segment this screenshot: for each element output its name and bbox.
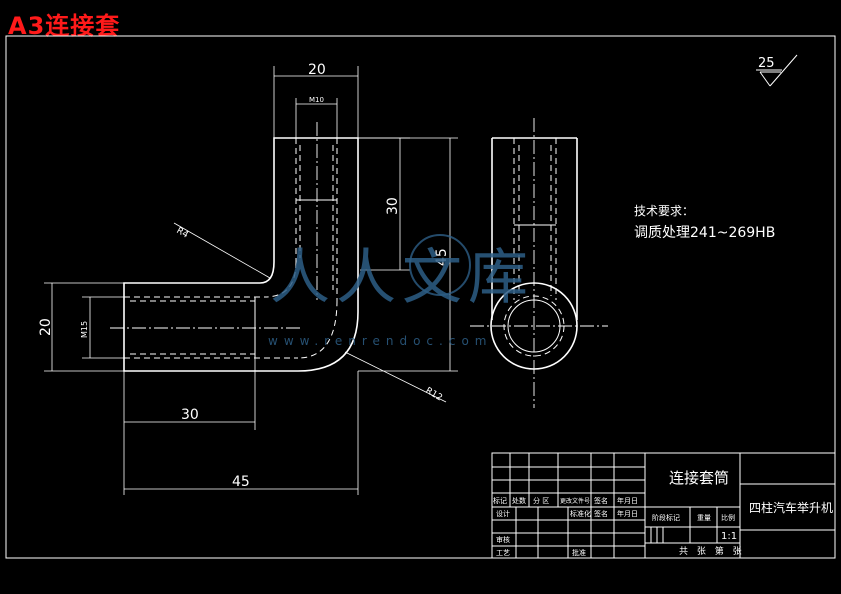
tb-stage-mark: 阶段标记 xyxy=(652,513,680,522)
dim-left-thread: M15 xyxy=(80,321,89,338)
front-view xyxy=(110,122,359,372)
tb-review: 审核 xyxy=(496,535,510,544)
tech-heading: 技术要求： xyxy=(634,204,694,218)
tb-label-zone: 分 区 xyxy=(533,496,549,505)
dim-top-width: 20 xyxy=(308,62,326,78)
dimensions: 20 M10 30 45 20 M15 30 45 xyxy=(38,62,458,495)
dim-horiz-45: 45 xyxy=(232,474,250,490)
tb-label-mark: 标记 xyxy=(493,496,507,505)
tb-design: 设计 xyxy=(496,509,510,518)
title-block: 连接套筒 四柱汽车举升机 标记 处数 分 区 更改文件号 签名 年月日 设计 标… xyxy=(491,452,836,559)
dim-r4: R4 xyxy=(175,226,191,241)
tech-treatment: 调质处理241~269HB xyxy=(634,225,775,241)
side-view xyxy=(470,118,608,408)
dim-vert-45: 45 xyxy=(434,248,450,266)
roughness-value: 25 xyxy=(758,56,775,71)
tb-weight: 重量 xyxy=(697,514,711,522)
part-name: 连接套筒 xyxy=(669,469,729,487)
tb-label-count: 处数 xyxy=(512,496,526,505)
watermark-url: www.renrendoc.com xyxy=(268,334,492,348)
watermark: 人人文库 www.renrendoc.com xyxy=(268,234,534,348)
roughness-symbol: 25 xyxy=(756,54,798,87)
tb-date: 年月日 xyxy=(617,509,638,518)
drawing-frame xyxy=(5,35,836,559)
watermark-text: 人人文库 xyxy=(270,243,534,313)
tb-sign: 签名 xyxy=(594,509,608,518)
dim-horiz-30: 30 xyxy=(181,407,199,423)
tb-standardize: 标准化 xyxy=(570,509,591,518)
dim-r12: R12 xyxy=(424,386,444,404)
dim-top-thread: M10 xyxy=(309,96,324,104)
tb-approve: 批准 xyxy=(572,548,586,557)
tb-process: 工艺 xyxy=(496,549,510,557)
product-name: 四柱汽车举升机 xyxy=(749,500,833,515)
drawing-title: A3连接套 xyxy=(8,12,121,40)
dim-vert-30: 30 xyxy=(385,197,401,215)
tb-scale-label: 比例 xyxy=(721,513,735,522)
dim-left-20: 20 xyxy=(38,318,54,336)
tb-scale: 1:1 xyxy=(721,531,737,542)
tb-label-sign: 签名 xyxy=(594,496,608,505)
tb-label-change: 更改文件号 xyxy=(560,497,590,505)
tb-sheets: 共 张 第 张 xyxy=(679,545,745,557)
tb-label-date: 年月日 xyxy=(617,496,638,505)
